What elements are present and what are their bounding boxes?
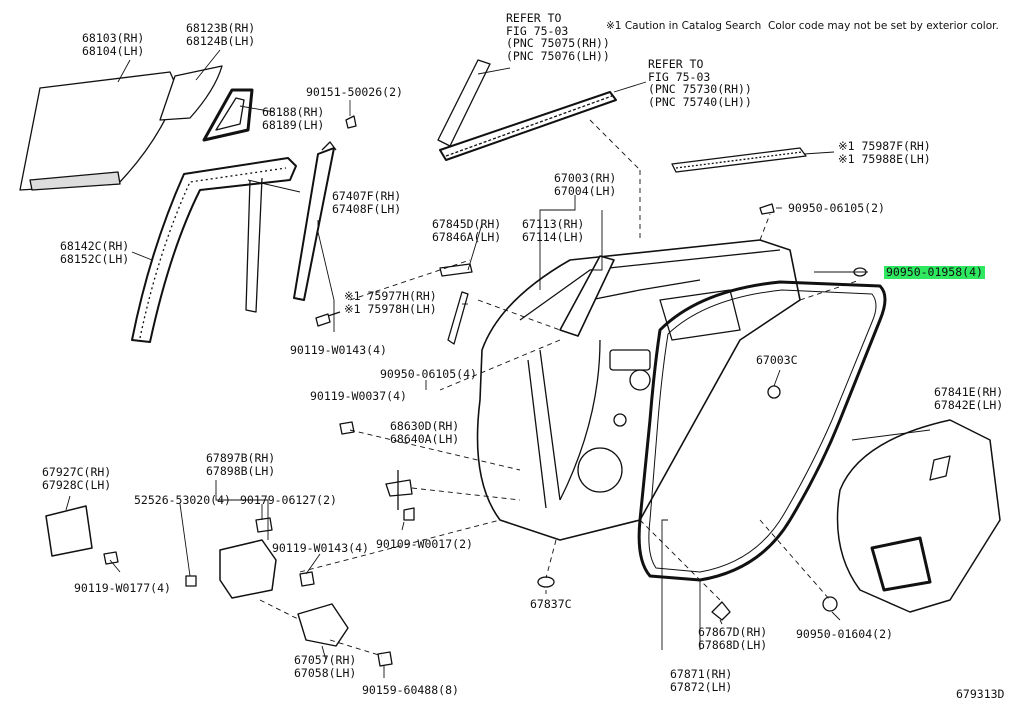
check-cover <box>45 505 93 557</box>
part-label-67057[interactable]: 67057(RH) 67058(LH) <box>294 653 357 680</box>
service-hole-cover <box>836 419 1001 613</box>
part-label-67897b[interactable]: 67897B(RH) 67898B(LH) <box>206 451 276 478</box>
part-label-68142c[interactable]: 68142C(RH) 68152C(LH) <box>60 239 130 266</box>
hole-cover <box>537 576 555 588</box>
door-weatherstrip <box>637 280 887 582</box>
part-label-90950-01604[interactable]: 90950-01604(2) <box>796 627 893 641</box>
glass-run-channel <box>131 157 297 343</box>
bolt <box>315 311 341 327</box>
hole-plug <box>767 385 781 399</box>
stopper-bracket <box>439 263 473 277</box>
part-label-67871[interactable]: 67871(RH) 67872(LH) <box>670 667 733 694</box>
door-hinge <box>385 479 413 497</box>
part-label-67837c[interactable]: 67837C <box>530 597 572 611</box>
part-label-67845d[interactable]: 67845D(RH) 67846A(LH) <box>432 217 502 244</box>
lock-cover <box>297 603 349 647</box>
part-label-90950-01958-highlighted[interactable]: 90950-01958(4) <box>884 265 985 279</box>
door-sash-moulding <box>447 291 469 345</box>
part-label-52526[interactable]: 52526-53020(4) <box>134 493 231 507</box>
door-glass <box>19 71 179 191</box>
part-label-90109[interactable]: 90109-W0017(2) <box>376 537 473 551</box>
quarter-frame <box>202 88 254 142</box>
part-label-90151[interactable]: 90151-50026(2) <box>306 85 403 99</box>
part-label-90119-w0143-a[interactable]: 90119-W0143(4) <box>290 343 387 357</box>
part-label-90950-06105-a[interactable]: 90950-06105(2) <box>788 201 885 215</box>
refer-note-75075: REFER TO FIG 75-03 (PNC 75075(RH)) (PNC … <box>506 11 610 63</box>
part-label-90950-06105-b[interactable]: 90950-06105(4) <box>380 367 477 381</box>
part-label-67927c[interactable]: 67927C(RH) 67928C(LH) <box>42 465 112 492</box>
part-label-67113[interactable]: 67113(RH) 67114(LH) <box>522 217 585 244</box>
part-label-67003[interactable]: 67003(RH) 67004(LH) <box>554 171 617 198</box>
part-label-90179[interactable]: 90179-06127(2) <box>240 493 337 507</box>
part-label-68630d[interactable]: 68630D(RH) 68640A(LH) <box>390 419 460 446</box>
part-label-67841e[interactable]: 67841E(RH) 67842E(LH) <box>934 385 1004 412</box>
part-label-90119-w0143-b[interactable]: 90119-W0143(4) <box>272 541 369 555</box>
refer-note-75730: REFER TO FIG 75-03 (PNC 75730(RH)) (PNC … <box>648 57 752 109</box>
part-label-67003c[interactable]: 67003C <box>756 353 798 367</box>
part-label-75977h[interactable]: ※1 75977H(RH) ※1 75978H(LH) <box>344 289 437 316</box>
lock-frame <box>219 539 277 599</box>
part-label-75987f[interactable]: ※1 75987F(RH) ※1 75988E(LH) <box>838 139 931 166</box>
part-label-90119-w0177[interactable]: 90119-W0177(4) <box>74 581 171 595</box>
door-frame-reinforcement <box>559 255 615 337</box>
caution-note: ※1 Caution in Catalog Search Color code … <box>606 20 999 32</box>
diagram-id: 679313D <box>956 687 1005 701</box>
rear-sash <box>293 147 335 301</box>
part-label-67867d[interactable]: 67867D(RH) 67868D(LH) <box>698 625 768 652</box>
belt-moulding-outer <box>437 59 491 147</box>
part-label-68188[interactable]: 68188(RH) 68189(LH) <box>262 105 325 132</box>
part-label-90159[interactable]: 90159-60488(8) <box>362 683 459 697</box>
part-label-67407f[interactable]: 67407F(RH) 67408F(LH) <box>332 189 402 216</box>
part-label-68103[interactable]: 68103(RH) 68104(LH) <box>82 31 145 58</box>
clip <box>345 115 357 129</box>
quarter-glass <box>159 65 223 121</box>
part-label-68123b[interactable]: 68123B(RH) 68124B(LH) <box>186 21 256 48</box>
upper-moulding <box>671 147 807 173</box>
part-label-90119-w0037[interactable]: 90119-W0037(4) <box>310 389 407 403</box>
